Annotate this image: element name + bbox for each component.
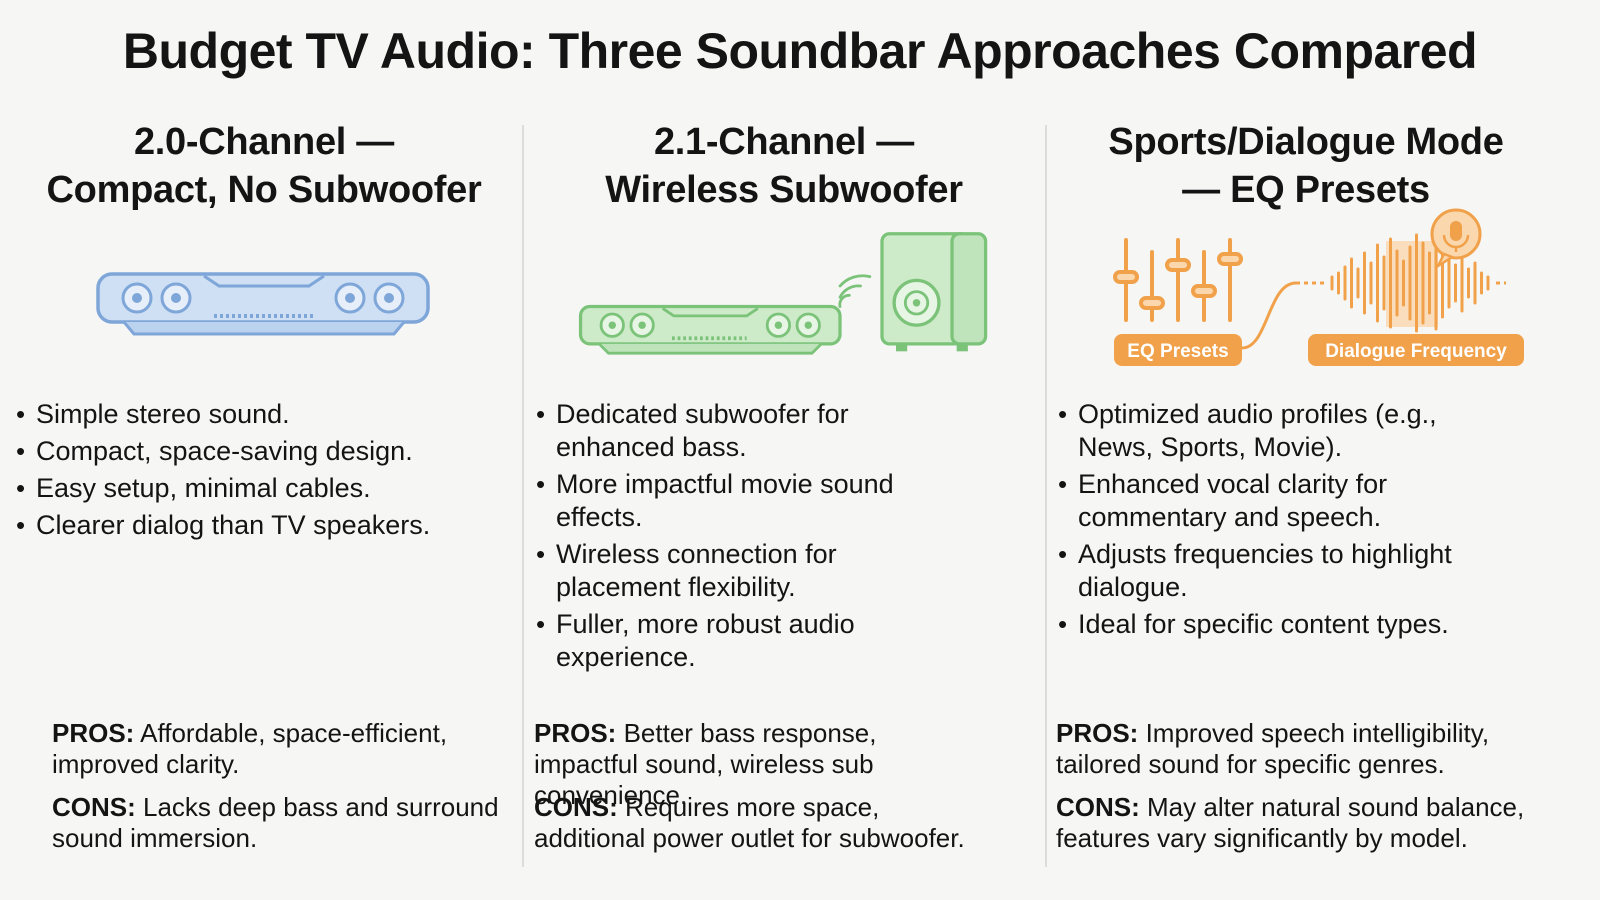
column-divider-1 [522,125,524,867]
cons-body: Lacks deep bass and surround sound immer… [52,792,499,853]
column-2-1-channel: 2.1-Channel — Wireless Subwoofer [534,118,1034,878]
pros-label: PROS: [1056,718,1139,748]
feature-list: Simple stereo sound. Compact, space-savi… [14,398,504,546]
column-title: Sports/Dialogue Mode — EQ Presets [1056,118,1556,214]
cons-body: Requires more space, additional power ou… [534,792,965,853]
list-item: Clearer dialog than TV speakers. [14,509,504,542]
column-title: 2.1-Channel — Wireless Subwoofer [534,118,1034,214]
feature-list: Dedicated subwoofer for enhanced bass. M… [534,398,1024,678]
cons-text: CONS: Requires more space, additional po… [534,792,994,854]
subwoofer-icon [880,232,988,352]
eq-presets-badge: EQ Presets [1127,341,1228,362]
page-title: Budget TV Audio: Three Soundbar Approach… [122,23,1478,79]
list-item: Compact, space-saving design. [14,435,504,468]
soundbar-subwoofer-illustration [578,232,988,355]
soundbar-icon [96,272,430,336]
cons-label: CONS: [1056,792,1140,822]
microphone-icon [1430,208,1482,270]
dialogue-frequency-badge: Dialogue Frequency [1325,341,1507,362]
column-title-line1: 2.1-Channel — [653,121,915,163]
waveform-icon [1330,233,1490,333]
column-title-line1: 2.0-Channel — [133,121,395,163]
wireless-signal-icon [838,274,872,308]
eq-sliders-icon [1113,238,1243,322]
column-title: 2.0-Channel — Compact, No Subwoofer [14,118,514,214]
pros-body: Affordable, space-efficient, improved cl… [52,718,448,779]
pros-label: PROS: [534,718,617,748]
list-item: Simple stereo sound. [14,398,504,431]
column-title-line2: Compact, No Subwoofer [46,169,482,211]
column-title-line2: Wireless Subwoofer [605,169,963,211]
feature-list: Optimized audio profiles (e.g., News, Sp… [1056,398,1546,645]
list-item: Ideal for specific content types. [1056,608,1546,641]
cons-text: CONS: May alter natural sound balance, f… [1056,792,1551,854]
cons-label: CONS: [534,792,618,822]
pros-text: PROS: Improved speech intelligibility, t… [1056,718,1501,780]
list-item: Easy setup, minimal cables. [14,472,504,505]
column-divider-2 [1045,125,1047,867]
list-item: Dedicated subwoofer for enhanced bass. [534,398,894,464]
cons-label: CONS: [52,792,136,822]
list-item: Wireless connection for placement flexib… [534,538,874,604]
pros-body: Better bass response, impactful sound, w… [534,718,877,810]
column-2-0-channel: 2.0-Channel — Compact, No Subwoofer Simp… [14,118,514,878]
list-item: Enhanced vocal clarity for commentary an… [1056,468,1436,534]
eq-dialogue-illustration: EQ Presets Dialogue Frequency [1113,208,1524,366]
pros-body: Improved speech intelligibility, tailore… [1056,718,1490,779]
list-item: Optimized audio profiles (e.g., News, Sp… [1056,398,1476,464]
pros-text: PROS: Affordable, space-efficient, impro… [52,718,492,780]
column-title-line1: Sports/Dialogue Mode [1108,121,1504,163]
cons-text: CONS: Lacks deep bass and surround sound… [52,792,502,854]
list-item: Adjusts frequencies to highlight dialogu… [1056,538,1496,604]
pros-label: PROS: [52,718,135,748]
cons-body: May alter natural sound balance, feature… [1056,792,1525,853]
soundbar-icon [578,304,842,355]
column-dialogue-mode: Sports/Dialogue Mode — EQ Presets EQ Pre… [1056,118,1556,878]
pros-text: PROS: Better bass response, impactful so… [534,718,979,811]
column-title-line2: — EQ Presets [1182,169,1430,211]
list-item: More impactful movie sound effects. [534,468,934,534]
list-item: Fuller, more robust audio experience. [534,608,884,674]
